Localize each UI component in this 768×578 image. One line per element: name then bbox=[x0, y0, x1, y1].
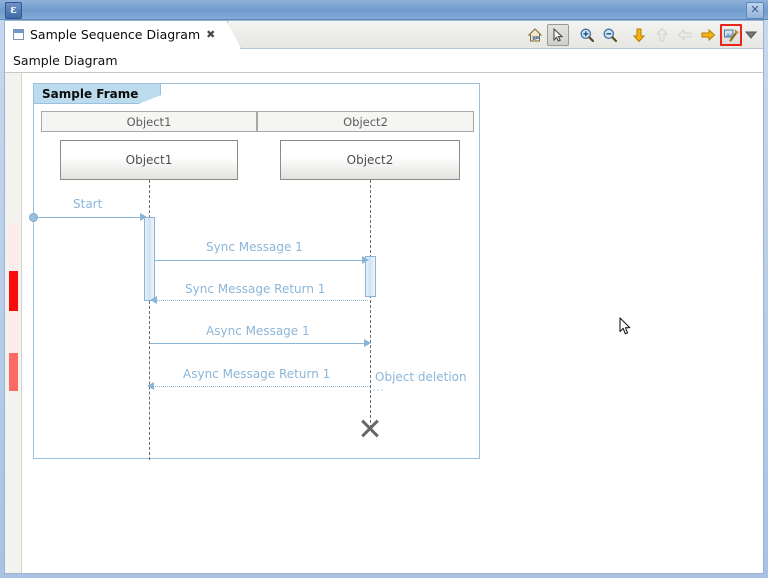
message-label-start: Start bbox=[73, 197, 103, 211]
eclipse-icon: ε bbox=[5, 2, 22, 19]
breadcrumb-label: Sample Diagram bbox=[13, 53, 118, 68]
tab-close-icon[interactable]: ✖ bbox=[206, 27, 216, 41]
arrow-up-icon-button bbox=[651, 24, 673, 46]
arrow-left-icon-button bbox=[674, 24, 696, 46]
message-arrow-start bbox=[140, 213, 147, 221]
frame-label-text: Sample Frame bbox=[42, 86, 139, 101]
home-icon-button[interactable] bbox=[524, 24, 546, 46]
editor-tabstrip: Sample Sequence Diagram ✖ bbox=[5, 21, 763, 49]
sequence-frame[interactable]: Sample Frame Object1 Object2 Object1 Obj bbox=[29, 83, 480, 460]
message-label-async-1: Async Message 1 bbox=[206, 324, 310, 338]
diagram-canvas-row: Sample Frame Object1 Object2 Object1 Obj bbox=[5, 73, 763, 573]
arrow-down-icon-button[interactable] bbox=[628, 24, 650, 46]
message-line-async-1[interactable] bbox=[150, 343, 370, 344]
message-label-sync-1: Sync Message 1 bbox=[206, 240, 303, 254]
zoom-out-icon-button[interactable] bbox=[599, 24, 621, 46]
diagram-toolbar bbox=[524, 22, 759, 48]
object-box-object1[interactable]: Object1 bbox=[60, 140, 238, 180]
message-line-sync-1[interactable] bbox=[154, 260, 367, 261]
object-deletion-label: Object deletion bbox=[375, 370, 467, 384]
lifeline-object2[interactable] bbox=[370, 180, 371, 428]
frame-label: Sample Frame bbox=[34, 84, 162, 104]
arrow-right-icon-button[interactable] bbox=[697, 24, 719, 46]
message-line-start[interactable] bbox=[34, 217, 144, 218]
tab-label: Sample Sequence Diagram bbox=[30, 26, 201, 42]
overview-ruler-marker-2[interactable] bbox=[9, 353, 18, 391]
overview-ruler[interactable] bbox=[5, 73, 22, 573]
view-menu-chevron-icon[interactable] bbox=[743, 24, 759, 46]
tab-sample-sequence-diagram[interactable]: Sample Sequence Diagram ✖ bbox=[5, 21, 229, 49]
window-close-button[interactable]: ✕ bbox=[746, 2, 764, 19]
document-icon bbox=[13, 28, 24, 40]
lifeline-header-object2[interactable]: Object2 bbox=[257, 111, 474, 132]
message-line-async-return-1[interactable] bbox=[153, 386, 370, 387]
object-deletion-ellipsis: … bbox=[372, 380, 385, 394]
breadcrumb: Sample Diagram bbox=[5, 49, 763, 73]
message-arrow-async-1 bbox=[364, 339, 371, 347]
activation-bar-object2[interactable] bbox=[365, 256, 376, 297]
zoom-in-icon-button[interactable] bbox=[576, 24, 598, 46]
message-arrow-sync-1 bbox=[362, 256, 369, 264]
lifeline-header-object1[interactable]: Object1 bbox=[41, 111, 257, 132]
message-arrow-sync-return-1 bbox=[150, 296, 157, 304]
message-label-sync-return-1: Sync Message Return 1 bbox=[185, 282, 326, 296]
window-titlebar: ε ✕ bbox=[0, 0, 768, 20]
message-arrow-async-return-1 bbox=[147, 382, 154, 390]
configure-icon-button[interactable] bbox=[720, 24, 742, 46]
select-pointer-icon-button[interactable] bbox=[547, 24, 569, 46]
object-box-object2[interactable]: Object2 bbox=[280, 140, 460, 180]
destruction-x-icon bbox=[359, 417, 381, 439]
message-line-sync-return-1[interactable] bbox=[156, 300, 368, 301]
message-label-async-return-1: Async Message Return 1 bbox=[183, 367, 331, 381]
diagram-canvas[interactable]: Sample Frame Object1 Object2 Object1 Obj bbox=[23, 73, 763, 573]
editor-shell: Sample Sequence Diagram ✖ bbox=[4, 20, 764, 574]
activation-bar-object1[interactable] bbox=[144, 217, 155, 301]
overview-ruler-marker-1[interactable] bbox=[9, 271, 18, 311]
overview-ruler-track-2 bbox=[9, 311, 18, 353]
lifeline-object1[interactable] bbox=[149, 180, 150, 460]
